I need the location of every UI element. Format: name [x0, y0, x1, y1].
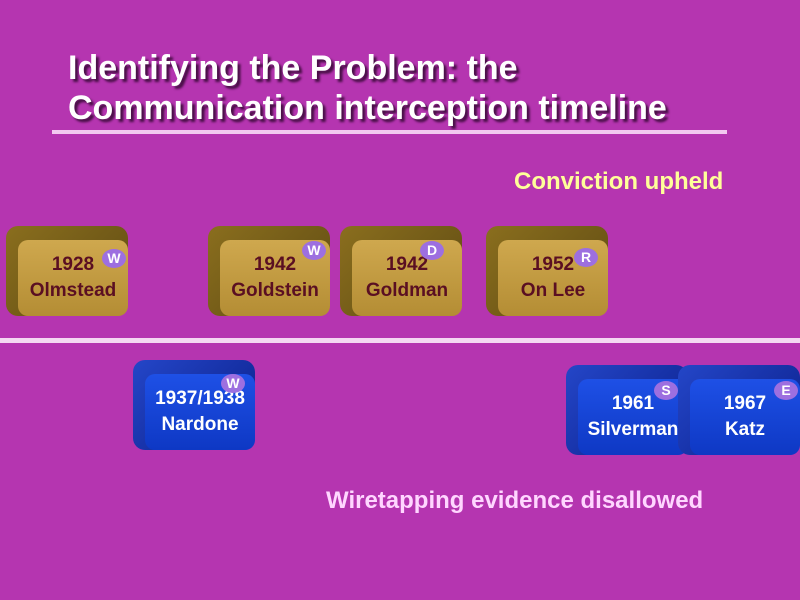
title-underline — [52, 130, 727, 134]
case-year: 1952 — [531, 254, 575, 275]
case-name: Nardone — [161, 414, 239, 435]
case-year: 1967 — [723, 393, 767, 414]
conviction-upheld-label: Conviction upheld — [514, 168, 724, 195]
case-block-katz: 1967 Katz E — [678, 365, 800, 455]
case-badge: D — [420, 241, 444, 260]
case-badge: W — [102, 249, 126, 268]
case-badge: W — [221, 374, 245, 393]
case-block-goldman: 1942 Goldman D — [340, 226, 462, 316]
case-year: 1942 — [253, 254, 297, 275]
title-line-2: Communication interception timeline — [68, 89, 667, 127]
timeline-divider — [0, 338, 800, 343]
wiretapping-disallowed-label: Wiretapping evidence disallowed — [326, 487, 704, 514]
case-name: On Lee — [520, 280, 586, 301]
case-badge: E — [774, 381, 798, 400]
case-badge: R — [574, 248, 598, 267]
case-year: 1928 — [51, 254, 95, 275]
case-year: 1961 — [611, 393, 655, 414]
case-year: 1937/1938 — [155, 388, 245, 409]
case-name: Goldman — [365, 280, 449, 301]
case-name: Goldstein — [231, 280, 319, 301]
case-name: Katz — [724, 419, 766, 440]
case-block-nardone: 1937/1938 Nardone W — [133, 360, 255, 450]
case-block-goldstein: 1942 Goldstein W — [208, 226, 330, 316]
case-badge: S — [654, 381, 678, 400]
case-badge: W — [302, 241, 326, 260]
case-name: Olmstead — [29, 280, 117, 301]
case-block-olmstead: 1928 Olmstead W — [6, 226, 128, 316]
case-year: 1942 — [385, 254, 429, 275]
case-block-on-lee: 1952 On Lee R — [486, 226, 608, 316]
title-line-1: Identifying the Problem: the — [68, 49, 518, 87]
case-name: Silverman — [587, 419, 679, 440]
slide-title: Identifying the Problem: the Communicati… — [68, 48, 667, 128]
case-block-silverman: 1961 Silverman S — [566, 365, 688, 455]
